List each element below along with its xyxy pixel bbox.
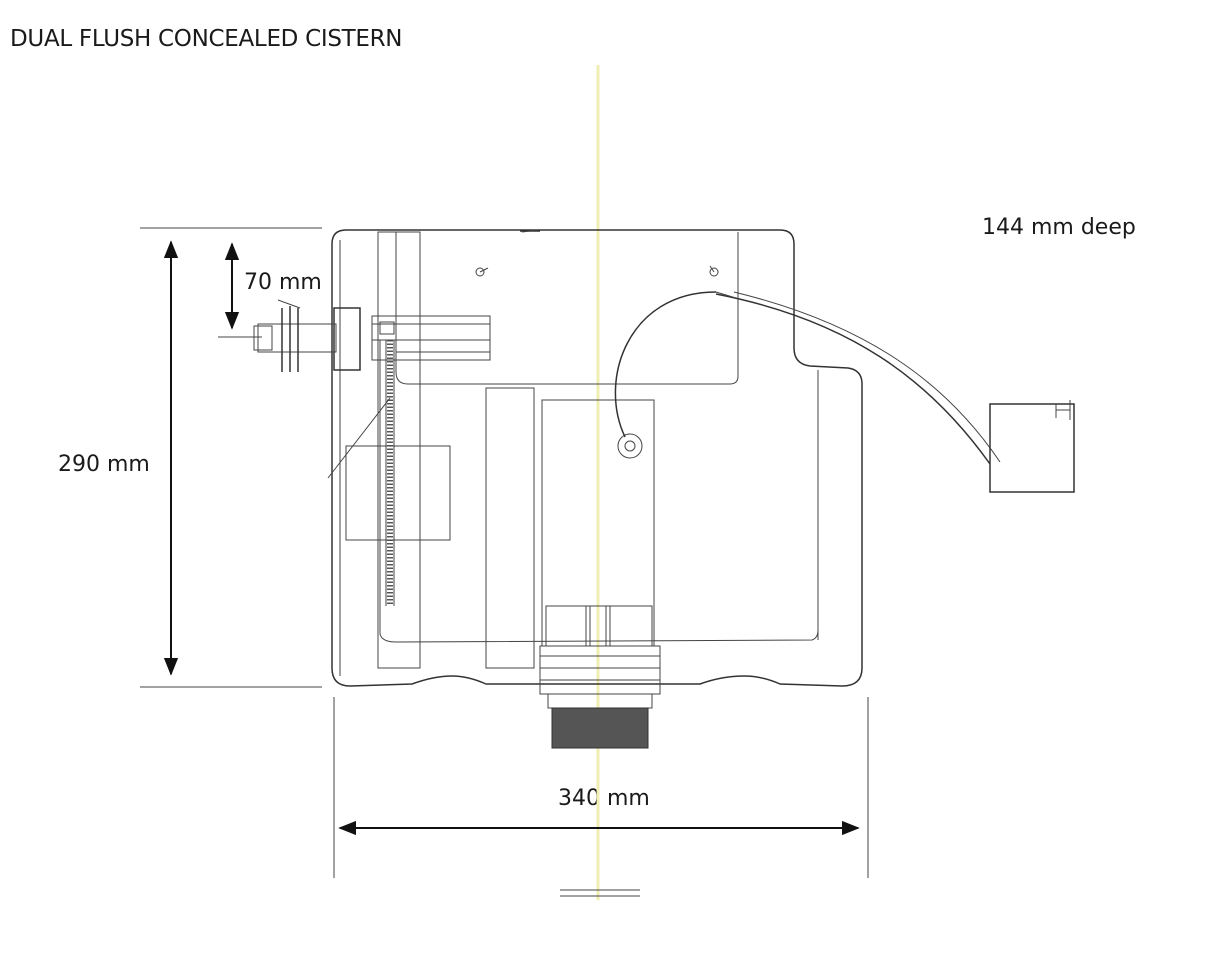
diagram-title: DUAL FLUSH CONCEALED CISTERN (10, 26, 403, 52)
depth-label: 144 mm deep (982, 215, 1136, 240)
flush-cable (614, 291, 1001, 465)
cistern-body (331, 229, 863, 687)
flush-valve (539, 399, 661, 749)
overflow-tube (485, 387, 535, 669)
float-valve (327, 231, 491, 669)
fixing-marks (475, 229, 719, 897)
height-dimension (140, 227, 322, 688)
height-label: 290 mm (58, 452, 150, 477)
width-label: 340 mm (558, 786, 650, 811)
width-dimension (333, 697, 869, 878)
inlet-offset-dimension (218, 242, 262, 338)
inlet-fitting (253, 299, 361, 372)
inlet-offset-label: 70 mm (244, 270, 322, 295)
push-button-box (989, 400, 1075, 493)
